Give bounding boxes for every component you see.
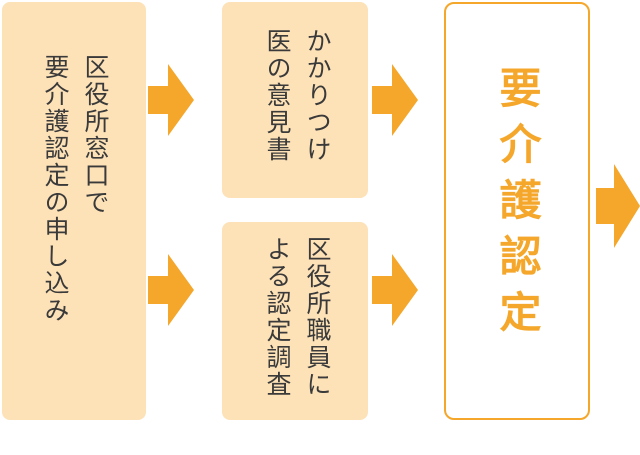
arrow-right-icon	[372, 254, 418, 326]
application-text-line2: 要介護認定の申し込み	[41, 54, 70, 324]
doctor-opinion-box: かかりつけ 医の意見書	[222, 2, 368, 198]
staff-survey-text-line1: 区役所職員に	[303, 236, 332, 398]
arrow-right-icon	[596, 164, 640, 248]
staff-survey-box: 区役所職員に よる認定調査	[222, 222, 368, 420]
arrow-right-icon	[372, 64, 418, 136]
arrow-right-icon	[148, 64, 194, 136]
staff-survey-text-line2: よる認定調査	[263, 236, 292, 398]
arrow-right-icon	[148, 254, 194, 326]
care-certification-result-box: 要介護認定	[444, 2, 590, 420]
doctor-opinion-text-line1: かかりつけ	[303, 28, 332, 163]
application-box: 区役所窓口で 要介護認定の申し込み	[2, 2, 146, 420]
doctor-opinion-text-line2: 医の意見書	[263, 28, 292, 163]
result-text: 要介護認定	[493, 66, 542, 346]
application-text-line1: 区役所窓口で	[81, 54, 110, 216]
